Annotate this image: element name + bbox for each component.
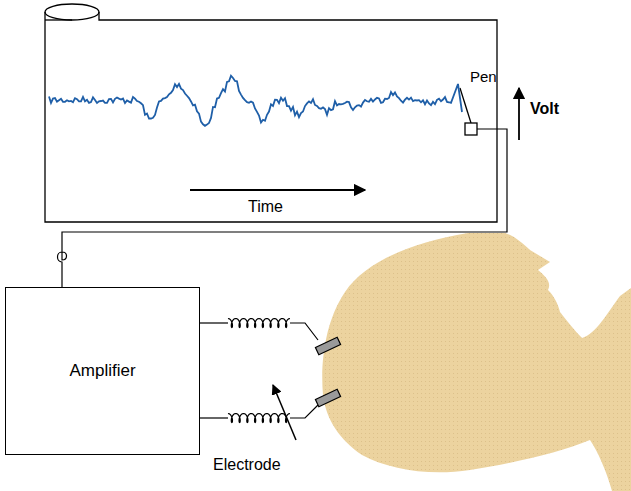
axis-label: Time (248, 198, 283, 216)
electrode (315, 337, 340, 406)
chart-paper (45, 4, 497, 222)
pen-label: Pen (470, 68, 497, 85)
volt-arrow (518, 88, 520, 140)
amplifier-box: Amplifier (5, 287, 200, 455)
time-arrow (190, 189, 365, 191)
electrode-label: Electrode (213, 456, 281, 474)
node-label: Amplifier (69, 361, 135, 381)
axis-label: Volt (530, 100, 559, 118)
signal-wire (58, 129, 508, 287)
electrode-leads (200, 319, 318, 441)
head-silhouette (322, 233, 631, 491)
eeg-trace (49, 76, 462, 126)
